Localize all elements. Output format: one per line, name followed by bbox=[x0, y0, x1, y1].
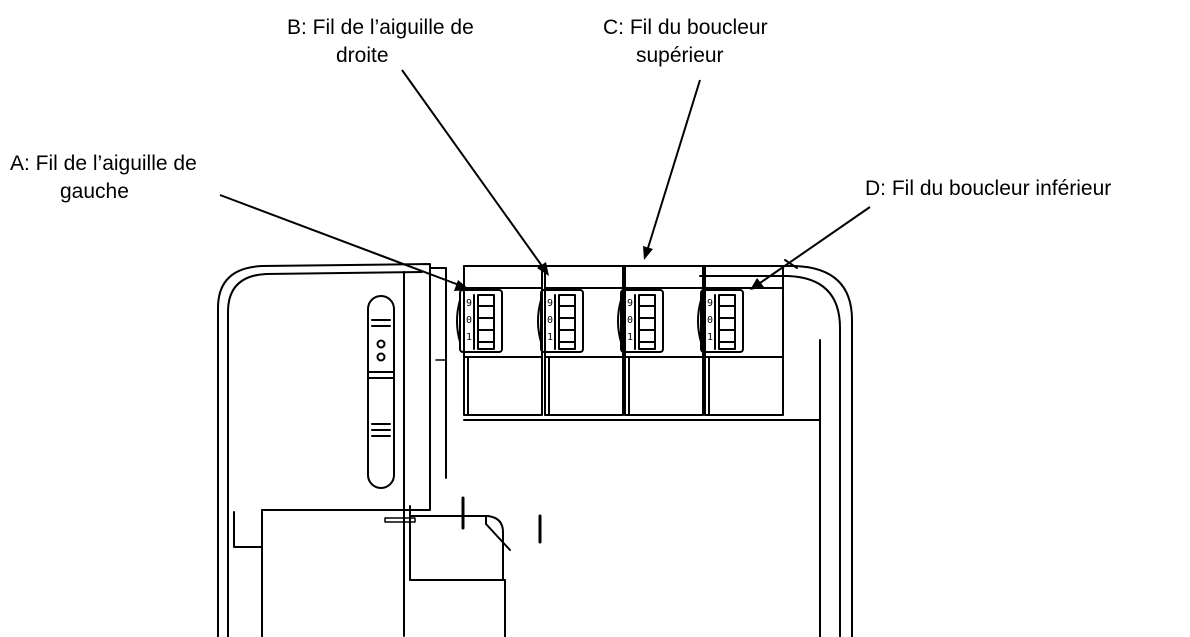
lower-frame bbox=[409, 359, 542, 637]
dial-mark: 0 bbox=[547, 315, 553, 326]
slider-knob bbox=[367, 295, 395, 489]
leader-d bbox=[759, 206, 871, 284]
leader-b bbox=[401, 69, 543, 267]
dial-mark: 0 bbox=[627, 315, 633, 326]
tension-dial-units: 9 0 1 9 0 1 9 0 1 9 0 1 bbox=[456, 265, 784, 416]
dial-mark: 1 bbox=[466, 332, 472, 343]
arrowhead-a bbox=[454, 280, 470, 291]
label-a-line1: A: Fil de l’aiguille de bbox=[10, 152, 197, 175]
label-d-line1: D: Fil du boucleur inférieur bbox=[865, 177, 1112, 200]
right-housing bbox=[463, 259, 853, 637]
dial-mark: 9 bbox=[627, 298, 633, 309]
arrowhead-d bbox=[750, 278, 764, 290]
tension-dial-4[interactable]: 9 0 1 bbox=[697, 265, 784, 416]
arrowhead-c bbox=[643, 246, 653, 260]
dial-mark: 0 bbox=[466, 315, 472, 326]
arrowhead-b bbox=[537, 262, 549, 276]
dial-mark: 9 bbox=[707, 298, 713, 309]
dial-mark: 1 bbox=[707, 332, 713, 343]
dial-mark: 0 bbox=[707, 315, 713, 326]
dial-mark: 1 bbox=[547, 332, 553, 343]
callout-arrowheads bbox=[454, 246, 764, 291]
label-c-line2: supérieur bbox=[636, 44, 724, 67]
dial-mark: 9 bbox=[466, 298, 472, 309]
label-a-line2: gauche bbox=[60, 180, 129, 203]
leader-c bbox=[647, 79, 701, 249]
label-c-line1: C: Fil du boucleur bbox=[603, 16, 768, 39]
dial-mark: 9 bbox=[547, 298, 553, 309]
tension-dial-1[interactable]: 9 0 1 bbox=[456, 265, 543, 416]
callout-leaders bbox=[219, 69, 871, 286]
tension-dial-2[interactable]: 9 0 1 bbox=[537, 265, 624, 416]
tension-dial-3[interactable]: 9 0 1 bbox=[617, 265, 704, 416]
leader-a bbox=[219, 194, 460, 286]
label-b-line2: droite bbox=[336, 44, 389, 67]
dial-mark: 1 bbox=[627, 332, 633, 343]
left-housing bbox=[217, 263, 447, 637]
label-b-line1: B: Fil de l’aiguille de bbox=[287, 16, 474, 39]
